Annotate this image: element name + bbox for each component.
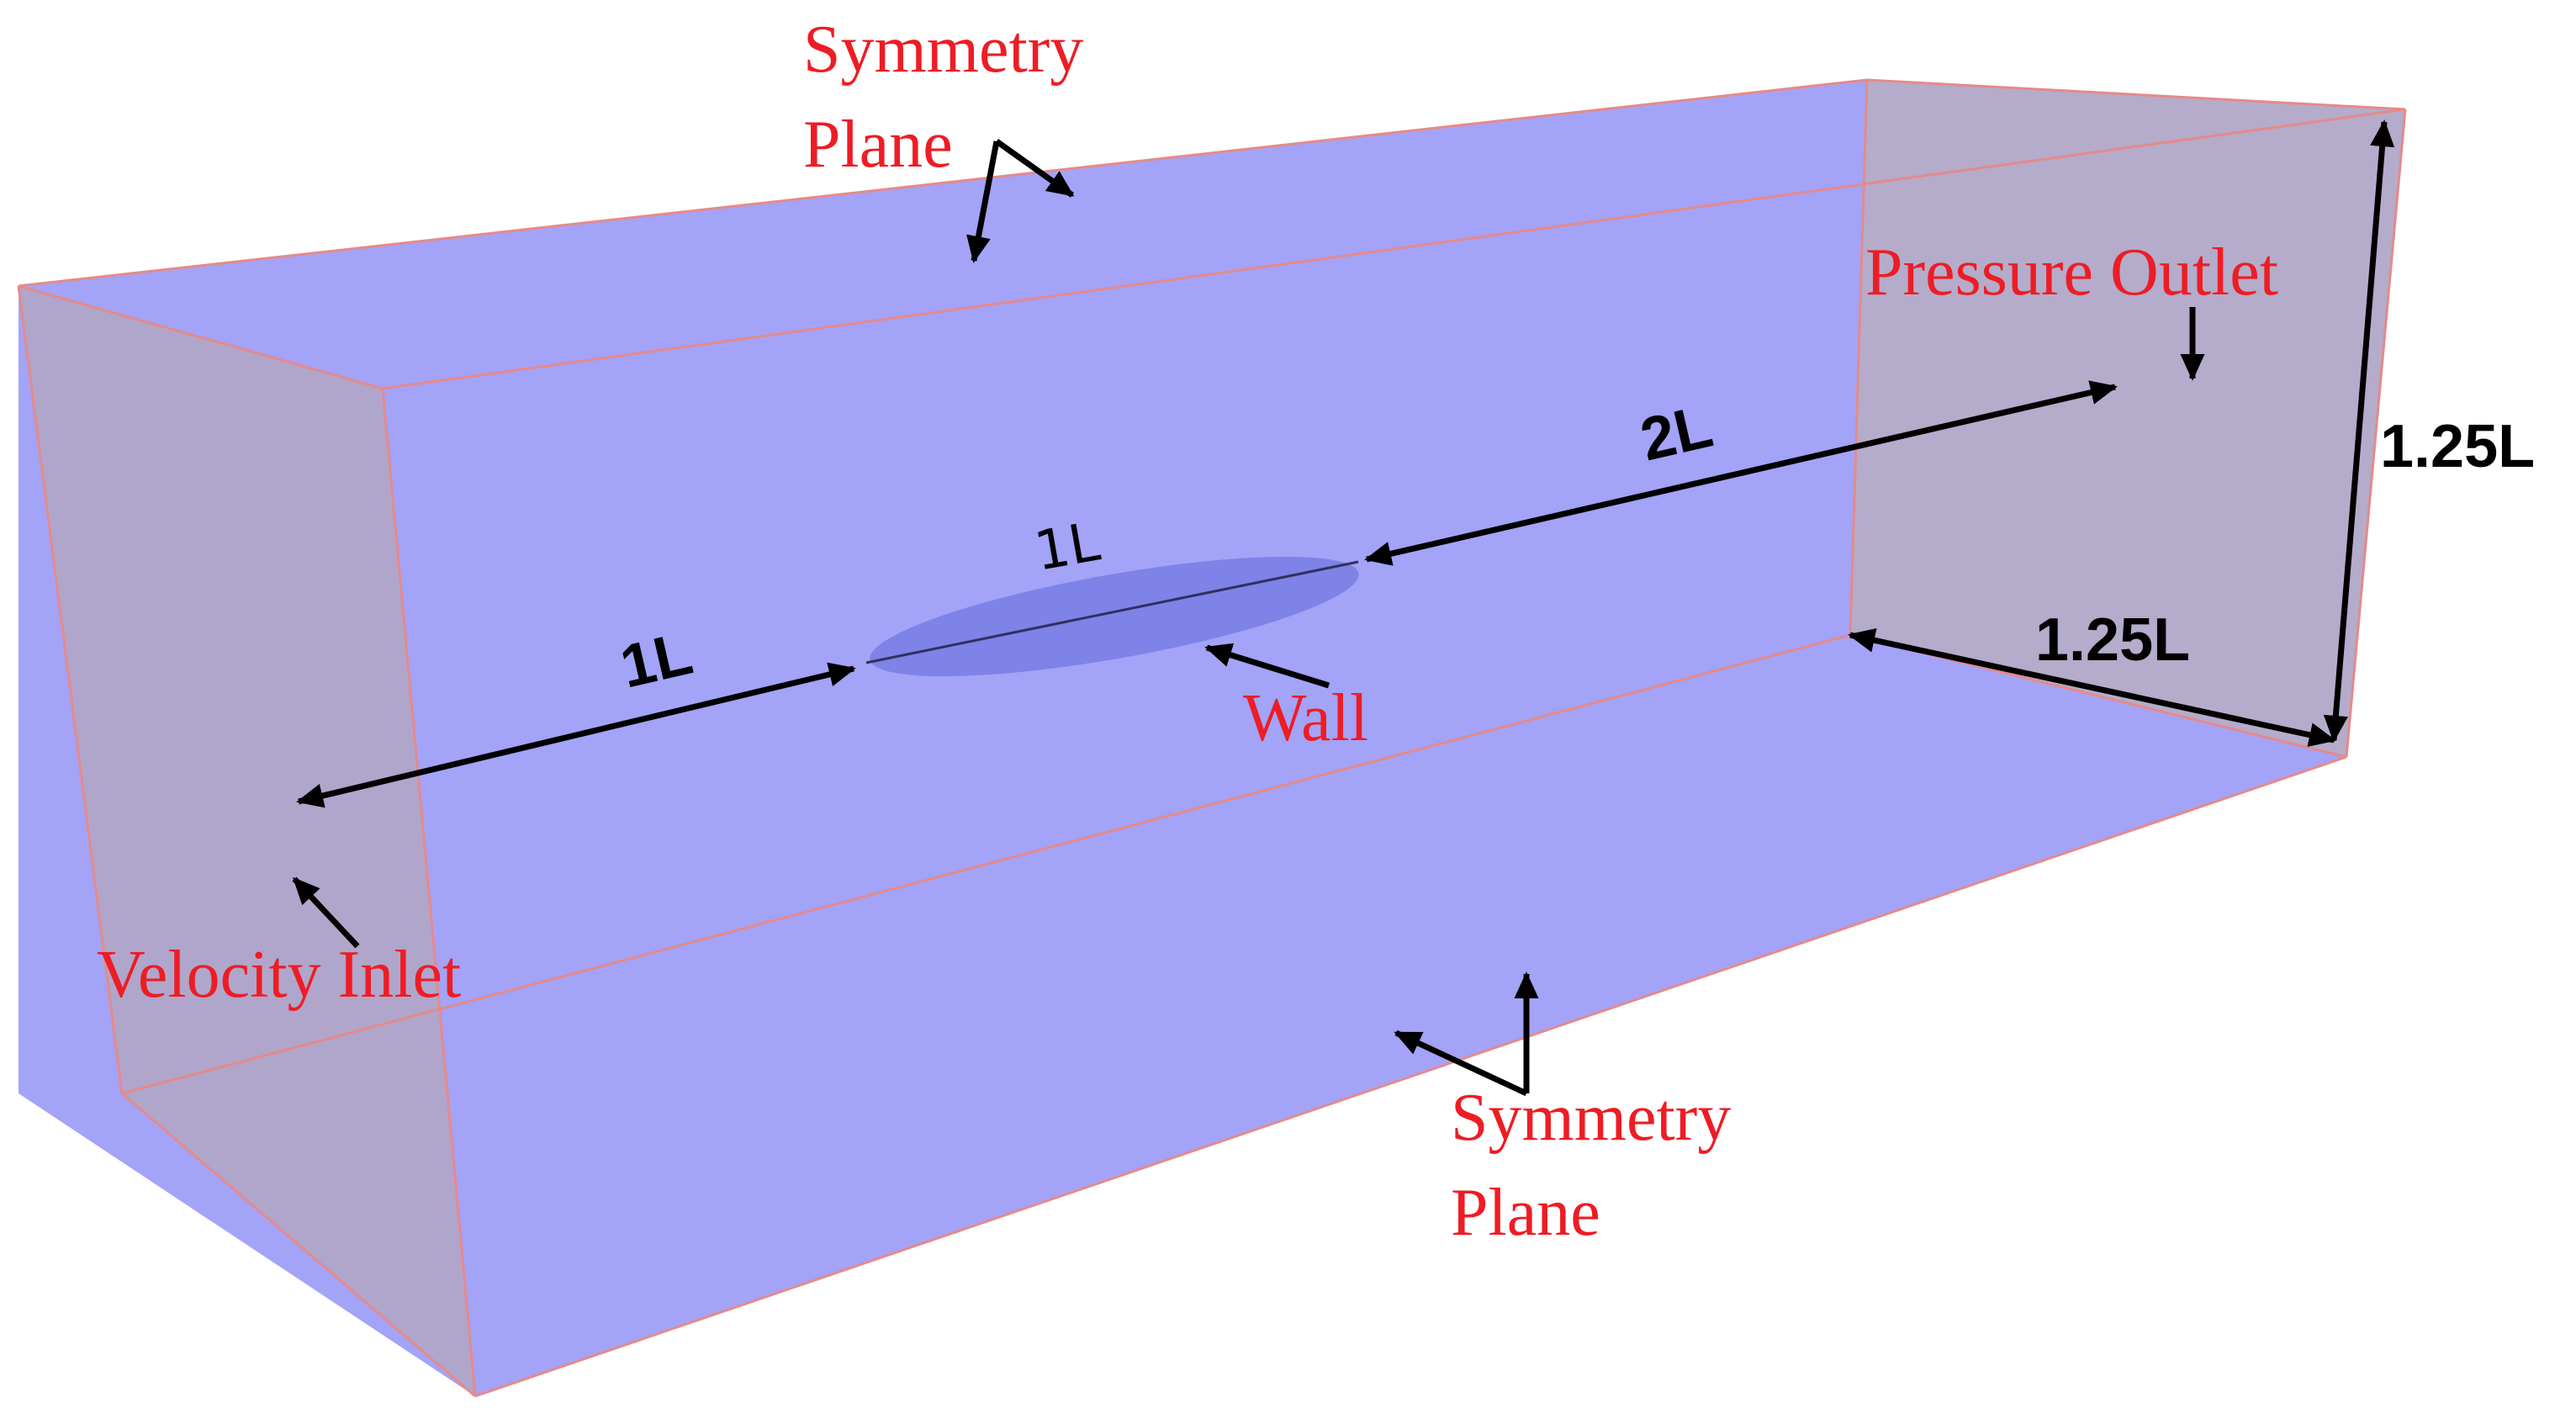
velocity-inlet-pointer	[292, 876, 360, 949]
symmetry-top-pointer-down	[966, 140, 1000, 263]
symmetry-bottom-label-line2: Plane	[1451, 1176, 1600, 1250]
symmetry-bottom-pointer-left	[1394, 1029, 1528, 1097]
wall-pointer	[1204, 643, 1330, 689]
pressure-outlet-label: Pressure Outlet	[1865, 236, 2278, 310]
symmetry-bottom-label-line1: Symmetry	[1451, 1081, 1731, 1155]
downstream-dimension-label: 2L	[1635, 393, 1719, 474]
upstream-dimension-arrow	[296, 662, 856, 808]
wall-label: Wall	[1243, 681, 1368, 755]
symmetry-top-pointer-right	[994, 139, 1075, 198]
velocity-inlet-face	[19, 286, 475, 1396]
downstream-dimension-arrow	[1364, 380, 2118, 566]
pressure-outlet-face	[1850, 80, 2405, 757]
width-dimension-arrow	[1848, 627, 2336, 748]
body-chord-line	[865, 560, 1359, 664]
upstream-dimension-label: 1L	[615, 620, 699, 701]
height-dimension-label: 1.25L	[2380, 413, 2535, 480]
body-length-label: 1L	[1030, 511, 1104, 584]
symmetry-top-label-line1: Symmetry	[803, 13, 1083, 87]
symmetry-top-label-line2: Plane	[803, 108, 953, 182]
width-dimension-label: 1.25L	[2035, 606, 2190, 674]
velocity-inlet-label: Velocity Inlet	[97, 938, 461, 1012]
height-dimension-arrow	[2323, 119, 2395, 743]
